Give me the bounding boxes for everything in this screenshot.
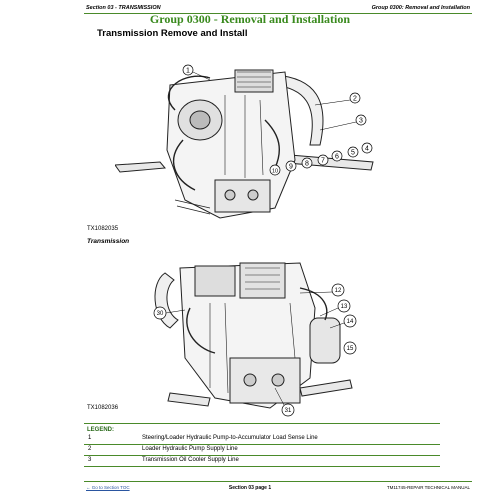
group-title: Group 0300 - Removal and Installation (149, 12, 351, 26)
callout-label: 5 (351, 150, 355, 157)
transmission-illustration-top: 1 4 5 6 7 8 9 10 2 3 (115, 64, 374, 219)
header-divider (84, 13, 472, 14)
transmission-illustration-bottom: 12 13 14 15 30 31 (153, 262, 357, 417)
legend-number: 2 (88, 446, 92, 452)
callout-label: 15 (347, 346, 354, 352)
callout-label: 1 (186, 68, 190, 75)
callout-label: 7 (321, 158, 325, 165)
legend-divider (84, 466, 440, 467)
callout-label: 6 (335, 154, 339, 161)
manual-id: TM11745-REPAIR TECHNICAL MANUAL (386, 485, 470, 490)
header-section-label: Section 03 - TRANSMISSION (86, 5, 161, 11)
legend-title: LEGEND: (87, 427, 114, 433)
callout-label: 4 (365, 146, 369, 153)
section-toc-link[interactable]: ← Go to Section TOC (86, 485, 130, 490)
legend-description: Transmission Oil Cooler Supply Line (142, 457, 239, 463)
legend-description: Steering/Loader Hydraulic Pump-to-Accumu… (142, 435, 318, 441)
legend-number: 1 (88, 435, 92, 441)
figure-caption-1: Transmission (87, 238, 130, 245)
legend-description: Loader Hydraulic Pump Supply Line (142, 446, 238, 452)
callout-label: 30 (157, 311, 164, 317)
figure-id-2: TX1082036 (87, 405, 119, 411)
callout-label: 13 (341, 304, 348, 310)
legend-divider (84, 455, 440, 456)
section-title: Transmission Remove and Install (97, 28, 248, 39)
callout-label: 14 (347, 319, 354, 325)
legend-divider (84, 444, 440, 445)
callout-label: 2 (353, 96, 357, 103)
legend-divider (84, 423, 440, 424)
callout-label: 8 (305, 161, 309, 168)
callout-label: 31 (285, 408, 292, 414)
page-number: Section 03 page 1 (228, 485, 272, 491)
figure-id-1: TX1082035 (87, 226, 119, 232)
callout-label: 10 (272, 169, 278, 175)
callout-label: 9 (289, 164, 293, 171)
header-group-label: Group 0300: Removal and Installation (371, 5, 470, 11)
callout-label: 12 (335, 288, 342, 294)
callout-label: 3 (359, 118, 363, 125)
legend-number: 3 (88, 457, 92, 463)
footer-divider (84, 481, 472, 482)
